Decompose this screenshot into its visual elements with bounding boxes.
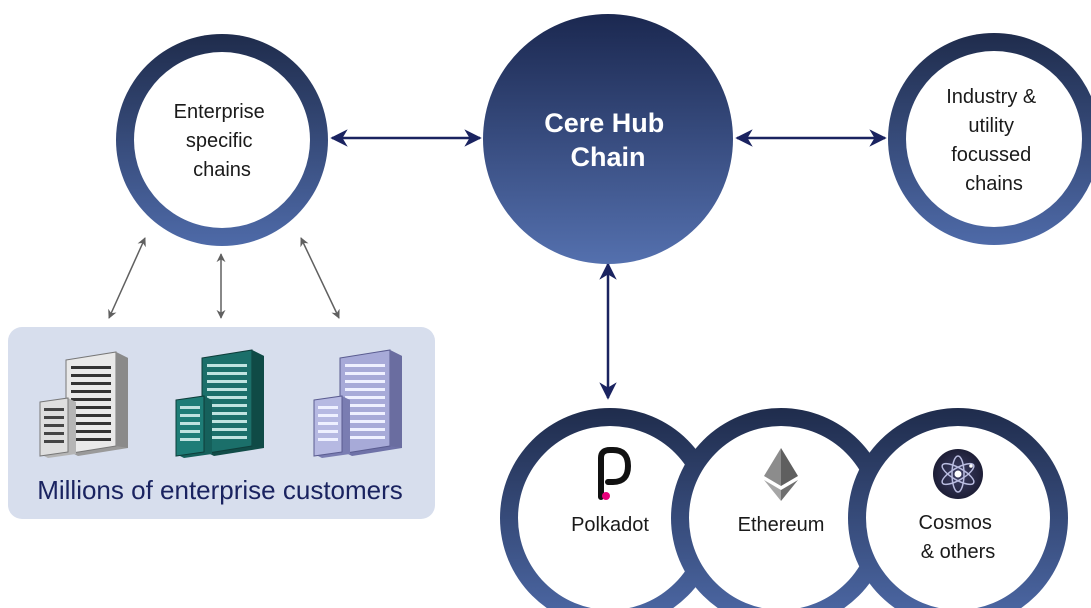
polkadot-label: Polkadot <box>571 514 649 536</box>
polkadot-logo-icon <box>598 447 631 500</box>
office-building-teal-icon <box>175 349 264 458</box>
node-polkadot <box>500 408 720 608</box>
cosmos-label: Cosmos & others <box>919 512 998 563</box>
cosmos-logo-icon <box>933 449 983 499</box>
node-enterprise-label: Enterprise specific chains <box>174 101 271 181</box>
node-enterprise-chains: Enterprise specific chains <box>116 34 328 246</box>
office-building-gray-icon <box>39 351 128 458</box>
ethereum-label: Ethereum <box>738 514 825 536</box>
node-industry-chains: Industry & utility focussed chains <box>888 33 1091 245</box>
connector-customer-left <box>108 237 146 319</box>
office-building-lavender-icon <box>313 349 402 458</box>
customers-label: Millions of enterprise customers <box>37 475 403 505</box>
connectors-enterprise-customers <box>108 237 340 319</box>
node-cere-hub-chain: Cere Hub Chain <box>483 14 733 264</box>
ethereum-logo-icon <box>764 448 798 501</box>
node-industry-label: Industry & utility focussed chains <box>946 86 1042 195</box>
node-hub-label: Cere Hub Chain <box>544 108 672 172</box>
node-cosmos <box>848 408 1068 608</box>
customers-panel: Millions of enterprise customers <box>8 327 435 519</box>
connector-customer-right <box>300 237 340 319</box>
node-ethereum <box>671 408 891 608</box>
